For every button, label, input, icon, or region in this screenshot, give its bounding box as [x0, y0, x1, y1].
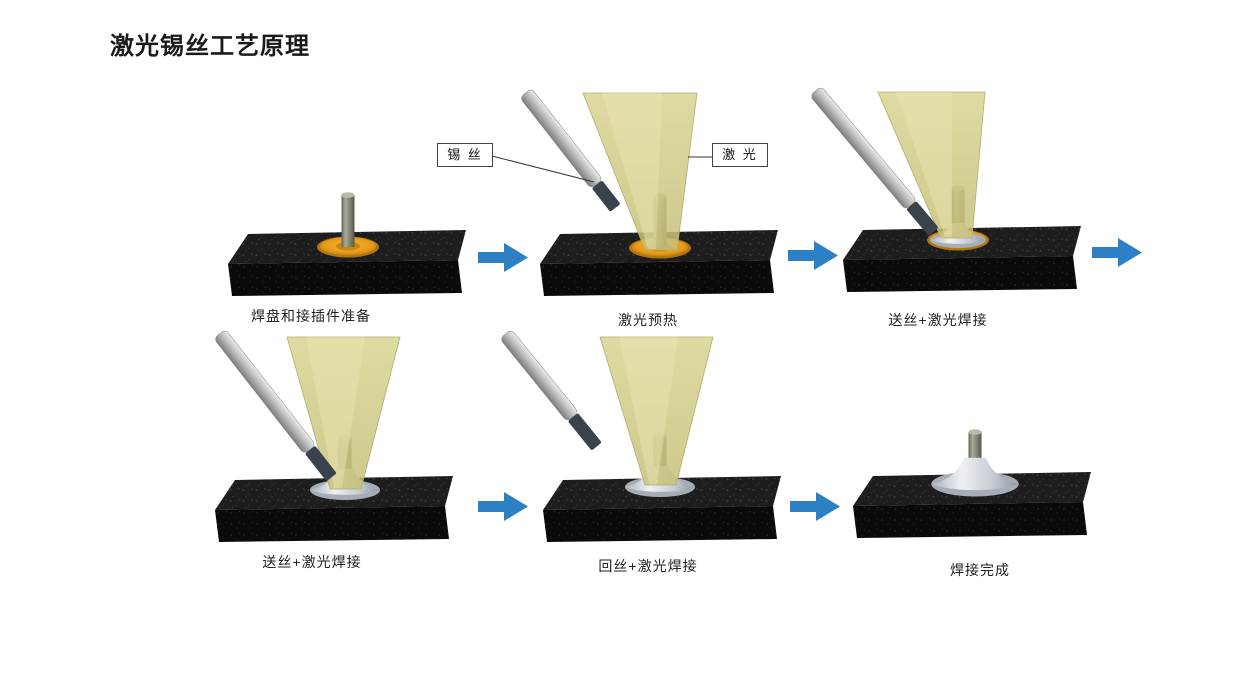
- wire-feeder: [521, 89, 620, 212]
- wire-feeder: [501, 330, 601, 450]
- arrow-step4-step5: [478, 492, 528, 521]
- tin-wire-callout: 锡 丝: [437, 143, 493, 167]
- laser-beam: [286, 336, 401, 490]
- arrow-step3-next-row: [1092, 238, 1142, 267]
- step-2-caption: 激光预热: [618, 312, 678, 328]
- connector-pin: [341, 192, 355, 247]
- solder-fillet: [931, 457, 1019, 497]
- step-2-graphic: [521, 89, 778, 296]
- arrow-step5-step6: [790, 492, 840, 521]
- step-3-caption: 送丝+激光焊接: [888, 312, 988, 328]
- laser-beam: [877, 91, 986, 239]
- step-1-caption: 焊盘和接插件准备: [251, 308, 371, 324]
- step-5-caption: 回丝+激光焊接: [598, 558, 698, 574]
- arrow-step1-step2: [478, 243, 528, 272]
- step-5-graphic: [501, 330, 781, 542]
- laser-callout: 激 光: [712, 143, 768, 167]
- laser-beam: [599, 336, 714, 486]
- arrow-step2-step3: [788, 241, 838, 270]
- laser-beam: [582, 92, 698, 251]
- step-3-graphic: [811, 87, 1081, 292]
- step-4-caption: 送丝+激光焊接: [262, 554, 362, 570]
- step-6-caption: 焊接完成: [950, 562, 1010, 578]
- step-4-graphic: [215, 330, 453, 542]
- wire-feeder: [811, 87, 938, 236]
- step-1-graphic: [228, 192, 466, 296]
- step-6-graphic: [853, 429, 1091, 538]
- wire-feeder: [215, 330, 336, 481]
- page-title: 激光锡丝工艺原理: [110, 33, 310, 60]
- tin-wire-leader-line: [491, 155, 595, 183]
